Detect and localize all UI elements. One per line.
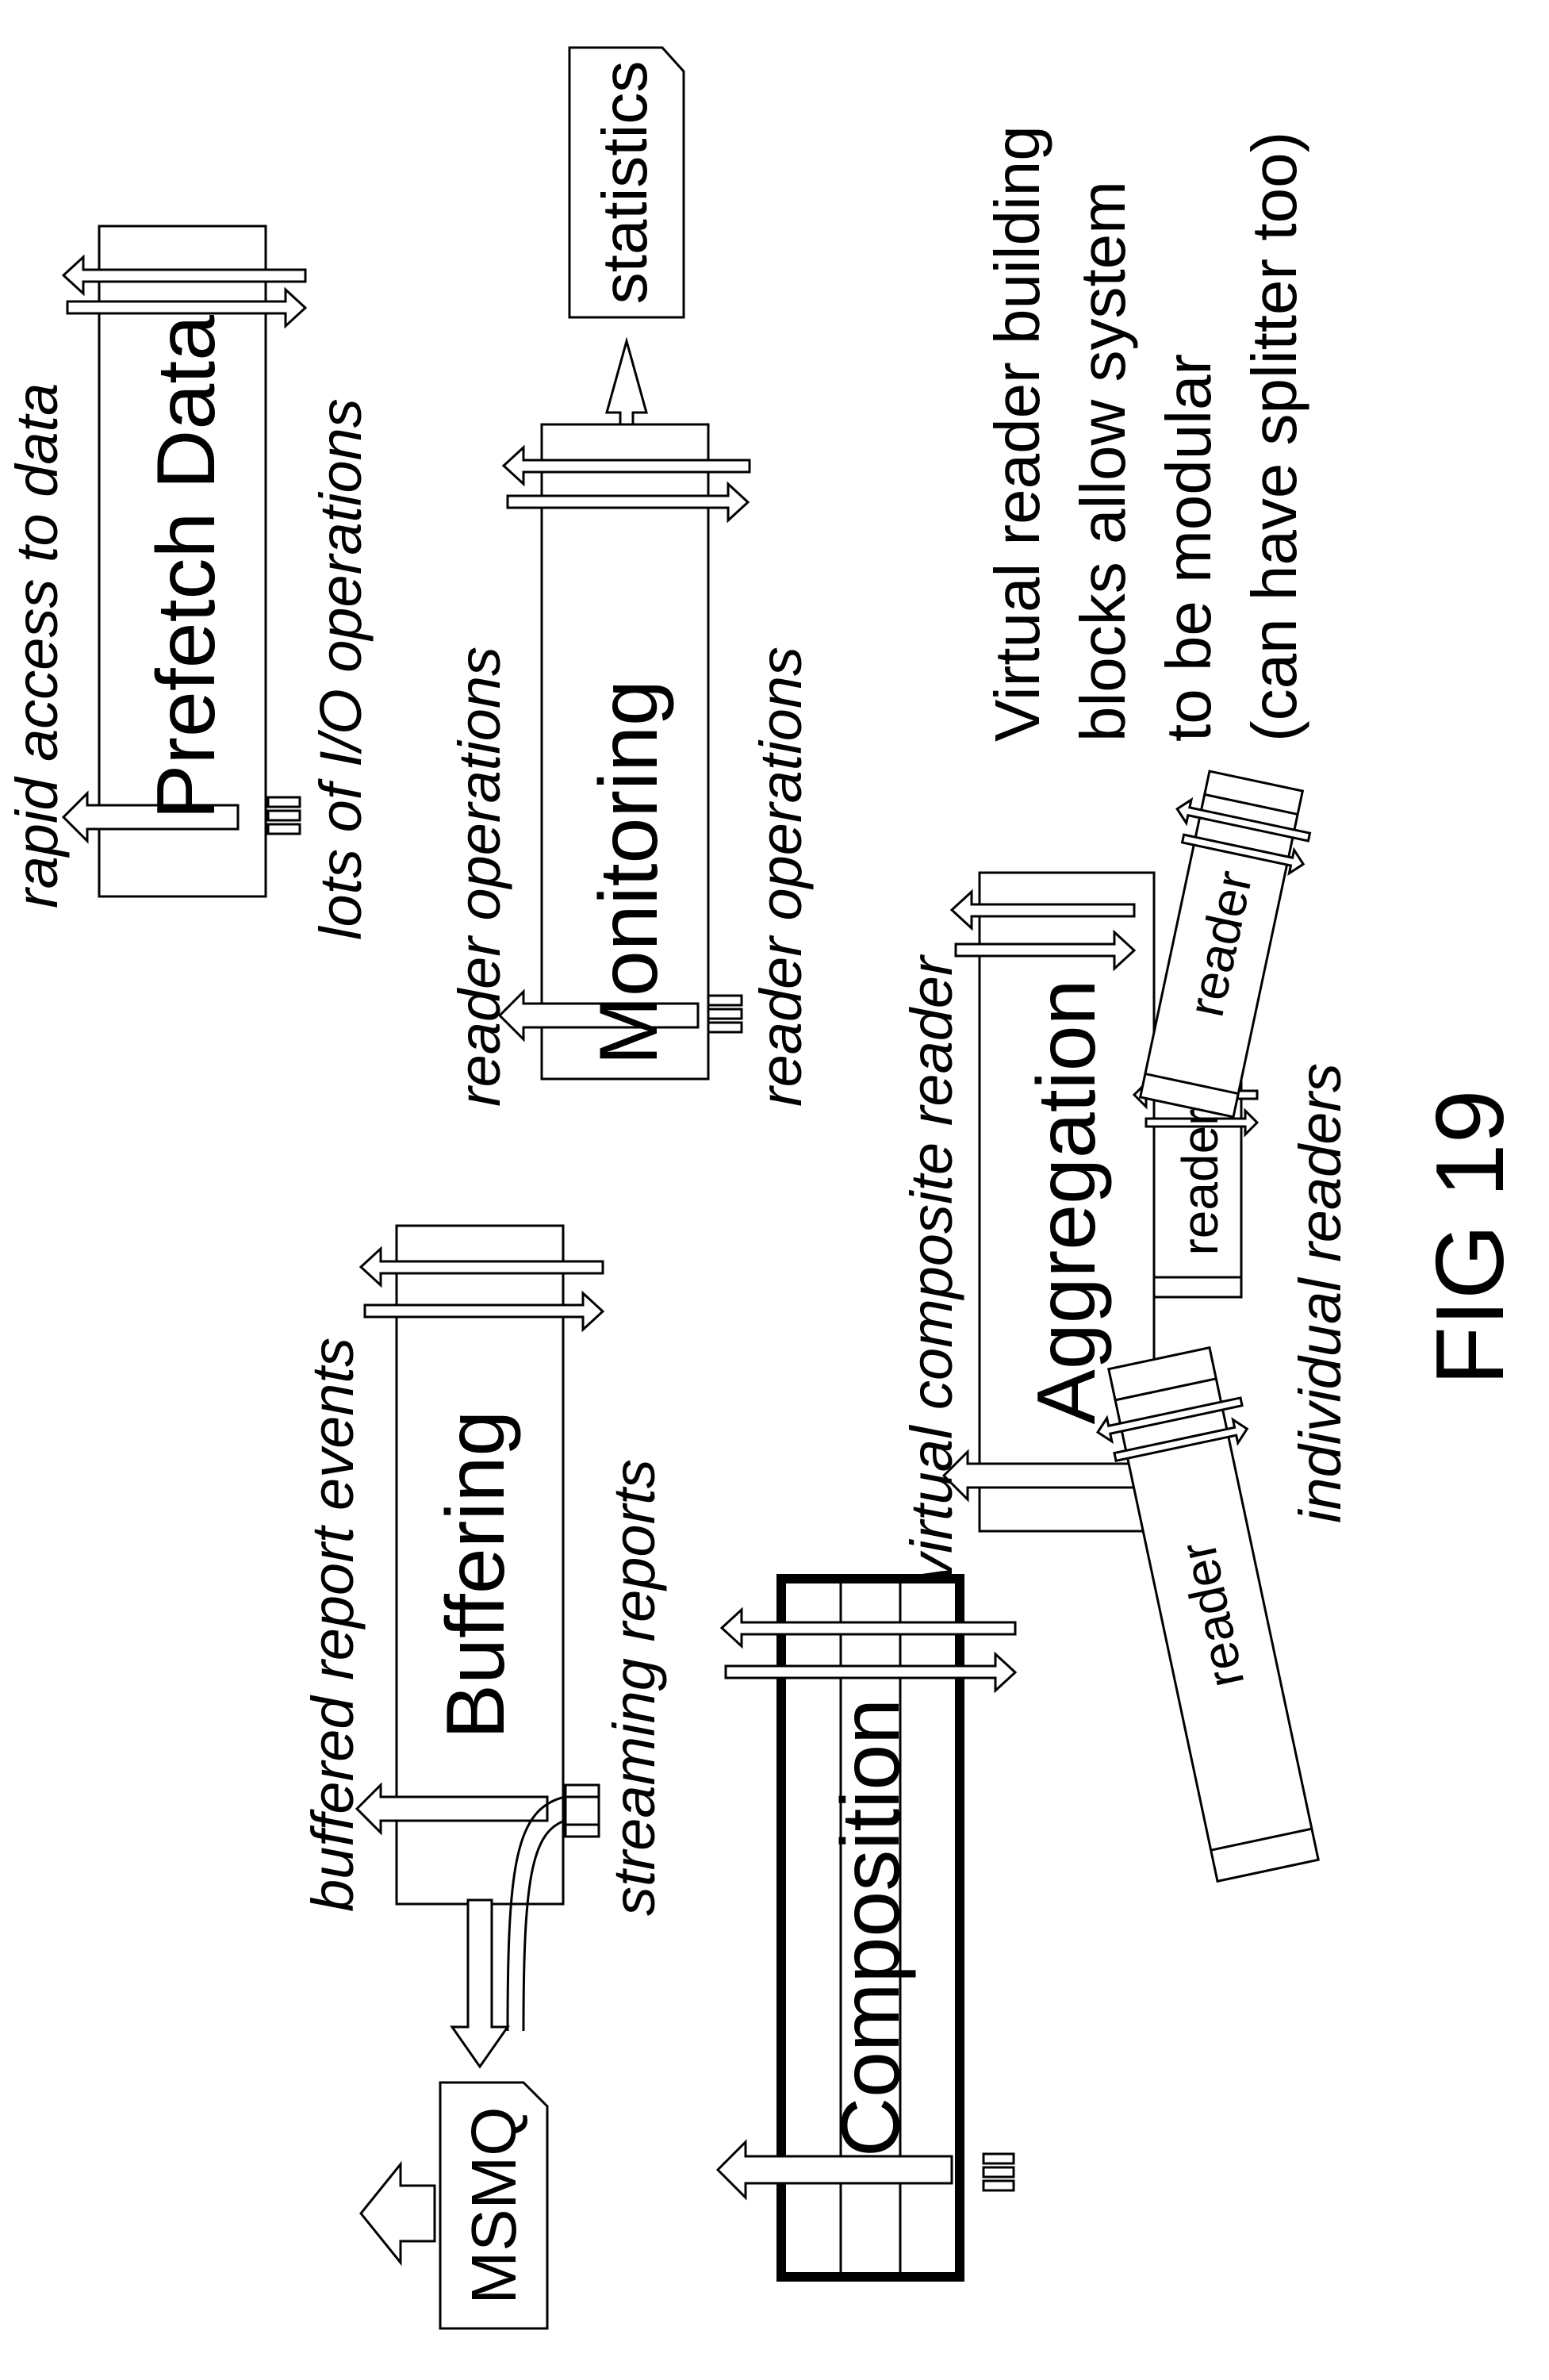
- buffering-label: Buffering: [430, 1411, 522, 1739]
- msmq-document: MSMQ: [359, 2081, 549, 2330]
- individual-readers-annotation: individual readers: [1287, 1063, 1353, 1523]
- msmq-out-arrow-icon: [359, 2160, 436, 2267]
- buffering-big-arrow-icon: [355, 1782, 549, 1836]
- streaming-line-icon: [506, 1795, 566, 2032]
- composition-arrow-down-icon: [724, 1651, 1018, 1694]
- monitoring-arrow-down-icon: [506, 481, 750, 524]
- buffering-arrow-down-icon: [363, 1290, 605, 1333]
- monitoring-block: Monitoring: [497, 423, 751, 1081]
- monitoring-big-arrow-icon: [497, 988, 700, 1042]
- buffering-to-msmq-arrow-icon: [450, 1898, 510, 2069]
- io-operations-annotation: lots of I/O operations: [308, 398, 374, 940]
- reader-operations-annotation-2: reader operations: [748, 647, 814, 1107]
- buffered-report-events-annotation: buffered report events: [300, 1338, 366, 1912]
- modular-note-line-4: (can have splitter too): [1239, 132, 1309, 742]
- rapid-access-annotation: rapid access to data: [4, 383, 70, 908]
- streaming-reports-annotation: streaming reports: [601, 1459, 667, 1916]
- aggregation-arrow-down-icon: [954, 929, 1137, 972]
- monitoring-arrow-up-icon: [501, 444, 751, 487]
- composition-arrow-up-icon: [719, 1606, 1017, 1649]
- prefetch-big-arrow-icon: [61, 790, 240, 844]
- modular-note-line-3: to be modular: [1153, 354, 1224, 742]
- prefetch-data-label: Prefetch Data: [140, 315, 232, 820]
- aggregation-label: Aggregation: [1021, 980, 1113, 1425]
- streaming-line-icon: [522, 1819, 566, 2032]
- virtual-composite-reader-annotation: virtual composite reader: [899, 954, 964, 1583]
- modular-note-line-2: blocks allow system: [1068, 181, 1138, 742]
- aggregation-arrow-up-icon: [949, 889, 1136, 931]
- reader-operations-annotation-1: reader operations: [447, 647, 512, 1107]
- composition-block: Composition: [715, 1574, 1018, 2282]
- composition-big-arrow-icon: [715, 2139, 953, 2201]
- modular-note-line-1: Virtual reader building: [982, 125, 1052, 742]
- buffering-arrow-up-icon: [358, 1246, 604, 1288]
- prefetch-arrow-up-icon: [61, 254, 307, 297]
- monitoring-label: Monitoring: [583, 680, 675, 1065]
- msmq-label: MSMQ: [458, 2107, 529, 2305]
- composition-label: Composition: [825, 1699, 917, 2157]
- figure-label: FIG 19: [1416, 1090, 1524, 1386]
- prefetch-data-block: Prefetch Data: [61, 225, 308, 898]
- prefetch-arrow-down-icon: [66, 286, 308, 329]
- reader-label-2: reader: [1171, 1109, 1229, 1256]
- reader-block-1: reader: [1095, 1345, 1320, 1883]
- reader-block-3: reader: [1138, 770, 1312, 1119]
- buffering-block: Buffering: [355, 1224, 605, 2069]
- statistics-document: statistics: [568, 46, 685, 319]
- statistics-label: statistics: [589, 61, 660, 305]
